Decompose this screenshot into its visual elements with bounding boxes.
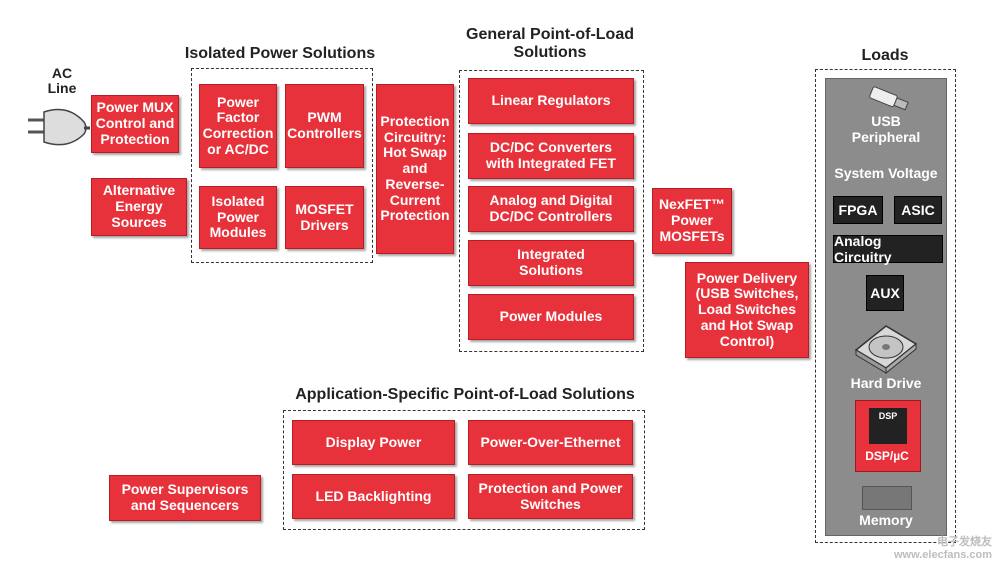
application-specific-title: Application-Specific Point-of-Load Solut… [295,386,635,403]
power-modules-box: Power Modules [468,294,634,340]
power-delivery-box: Power Delivery (USB Switches, Load Switc… [685,262,809,358]
dsp-label: DSP/µC [865,449,909,463]
led-backlighting-box: LED Backlighting [292,474,455,519]
isolated-group [191,68,373,263]
loads-title: Loads [861,47,909,64]
hard-drive-icon [854,325,918,374]
ac-line-label: AC Line [47,65,77,97]
nexfet-box: NexFET™ Power MOSFETs [652,188,732,254]
protection-power-switches-box: Protection and Power Switches [468,474,633,519]
linear-regulators-box: Linear Regulators [468,78,634,124]
isolated-title: Isolated Power Solutions [184,45,376,62]
general-group [459,70,644,352]
integrated-solutions-box: Integrated Solutions [468,240,634,286]
pwm-box: PWM Controllers [285,84,364,168]
loads-group [815,69,956,543]
hard-drive-label: Hard Drive [850,375,922,391]
system-voltage-label: System Voltage [834,165,938,181]
supervisors-box: Power Supervisors and Sequencers [109,475,261,521]
watermark: 电子发烧友 www.elecfans.com [893,536,992,562]
alternative-energy-box: Alternative Energy Sources [91,178,187,236]
poe-box: Power-Over-Ethernet [468,420,633,465]
protection-box: Protection Circuitry: Hot Swap and Rever… [376,84,454,254]
general-title: General Point-of-Load Solutions [466,26,634,61]
display-power-box: Display Power [292,420,455,465]
application-specific-group [283,410,645,530]
dsp-chip-label: DSP [878,411,898,421]
usb-icon [869,86,909,111]
fpga-chip: FPGA [833,196,883,224]
analog-circuitry-chip: Analog Circuitry [833,233,943,265]
usb-peripheral-label: USB Peripheral [851,113,921,146]
plug-icon [28,108,90,146]
memory-label: Memory [859,512,913,528]
pfc-box: Power Factor Correction or AC/DC [199,84,277,168]
aux-chip: AUX [866,275,904,311]
dcdc-converters-box: DC/DC Converters with Integrated FET [468,133,634,179]
analog-digital-controllers-box: Analog and Digital DC/DC Controllers [468,186,634,232]
asic-chip: ASIC [894,196,942,224]
mosfet-drivers-box: MOSFET Drivers [285,186,364,249]
dsp-chip: DSP [869,408,907,444]
power-mux-box: Power MUX Control and Protection [91,95,179,153]
memory-chip [862,486,912,510]
isolated-modules-box: Isolated Power Modules [199,186,277,249]
